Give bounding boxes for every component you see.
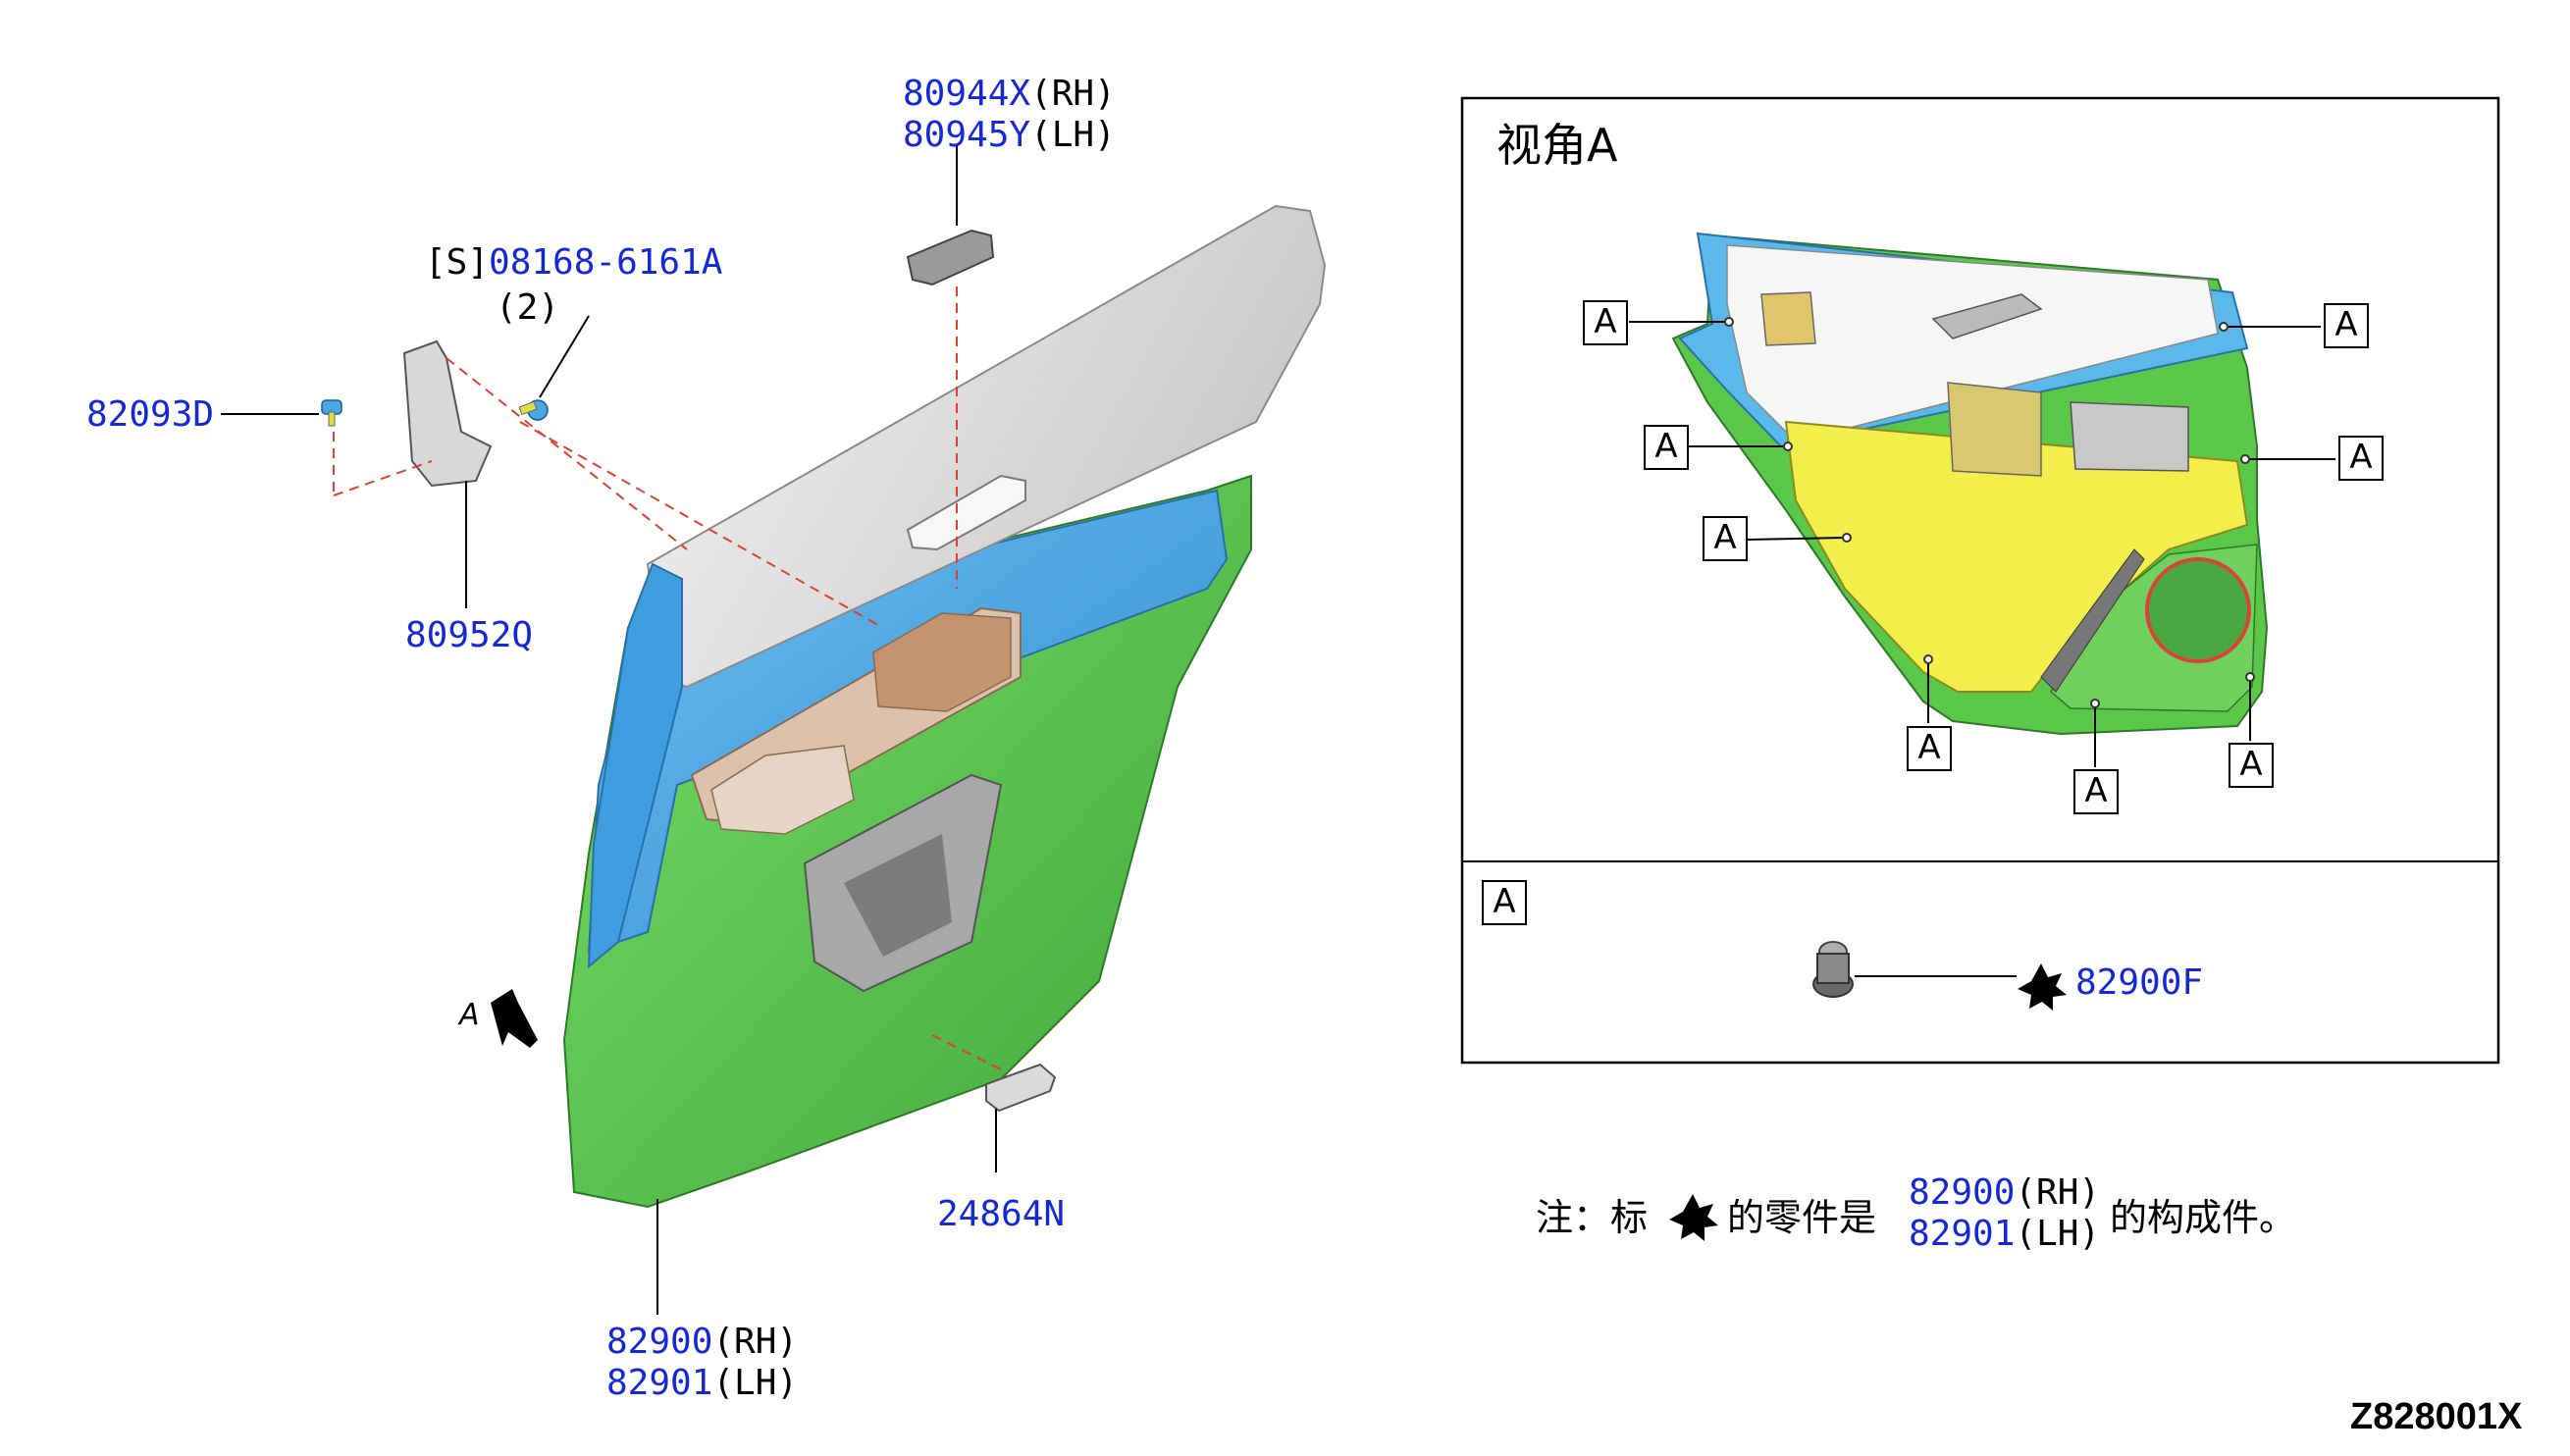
part-80945Y[interactable]: 80945Y — [903, 115, 1031, 155]
clip-part — [1812, 941, 1854, 998]
view-callout: A — [2338, 436, 2384, 481]
note-part-82900[interactable]: 82900 — [1909, 1172, 2016, 1213]
view-callout: A — [2324, 303, 2369, 348]
door-trim-panel — [562, 204, 1327, 1209]
visor-rh-label: 80944X(RH) — [903, 74, 1116, 114]
note-lh: 82901(LH) — [1909, 1214, 2101, 1254]
clip-icon — [321, 399, 342, 427]
note-prefix: 注：标 — [1536, 1196, 1649, 1239]
part-24864N[interactable]: 24864N — [937, 1194, 1066, 1234]
screw-icon — [518, 399, 549, 421]
detail-label: A — [1482, 880, 1527, 925]
inner-door-view — [1671, 232, 2269, 736]
note-suffix: 的构成件。 — [2110, 1196, 2297, 1239]
visor-cap — [906, 229, 995, 286]
view-callout: A — [1583, 300, 1628, 345]
part-82093D[interactable]: 82093D — [86, 394, 215, 435]
view-callout: A — [2229, 743, 2274, 788]
note-part-82901[interactable]: 82901 — [1909, 1214, 2016, 1254]
trim-rh-label: 82900(RH) — [606, 1322, 799, 1362]
view-callout: A — [1644, 425, 1689, 470]
view-arrow-icon — [491, 989, 538, 1048]
visor-lh-label: 80945Y(LH) — [903, 115, 1116, 155]
screw-label: [S]08168-6161A — [425, 242, 723, 283]
screw-qty: (2) — [496, 287, 560, 328]
part-82900[interactable]: 82900 — [606, 1322, 713, 1362]
bracket — [402, 339, 493, 488]
view-callout: A — [2073, 769, 2119, 814]
trim-lh-label: 82901(LH) — [606, 1363, 799, 1403]
bottom-cover — [985, 1063, 1057, 1113]
view-title: 视角A — [1496, 119, 1618, 172]
star-icon — [1669, 1194, 1718, 1241]
diagram-code: Z828001X — [2350, 1396, 2523, 1437]
part-82900F[interactable]: 82900F — [2075, 962, 2204, 1003]
view-callout: A — [1703, 516, 1748, 561]
part-82901[interactable]: 82901 — [606, 1363, 713, 1403]
part-80952Q[interactable]: 80952Q — [405, 615, 534, 655]
part-08168-6161A[interactable]: 08168-6161A — [489, 242, 723, 283]
view-callout: A — [1907, 726, 1952, 771]
note-middle: 的零件是 — [1727, 1196, 1877, 1239]
star-icon — [2018, 963, 2067, 1011]
view-a-frame — [1460, 96, 2500, 1065]
view-arrow-label: A — [459, 998, 480, 1032]
note-rh: 82900(RH) — [1909, 1172, 2101, 1213]
part-80944X[interactable]: 80944X — [903, 74, 1031, 114]
